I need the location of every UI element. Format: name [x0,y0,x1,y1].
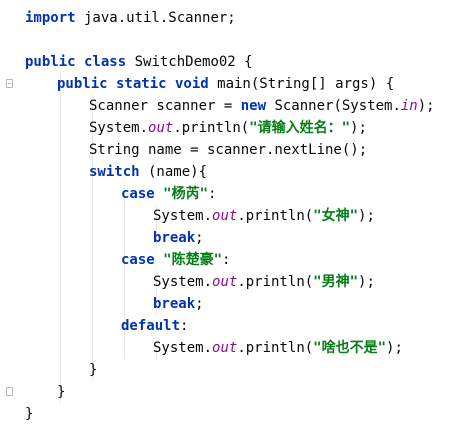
code-line[interactable]: System.out.println("啥也不是"); [153,337,403,359]
code-line[interactable]: Scanner scanner = new Scanner(System.in)… [89,95,435,117]
code-line[interactable]: String name = scanner.nextLine(); [89,139,367,161]
code-token: ); [417,98,435,114]
code-line[interactable]: System.out.println("男神"); [153,271,375,293]
indent-guide [156,337,157,359]
code-token: out [212,274,238,290]
code-token: .println( [237,274,314,290]
code-line[interactable]: } [25,403,33,425]
code-token: public class [25,54,127,70]
code-token: } [25,406,34,422]
code-token: : [180,318,189,334]
code-token: "陈楚豪" [163,252,223,268]
code-token: public static void [57,76,209,92]
code-line[interactable]: default: [121,315,188,337]
code-line[interactable]: break; [153,227,204,249]
indent-guide [92,95,93,381]
indent-guide [60,73,61,403]
code-token: .println( [173,120,250,136]
code-token: out [212,208,238,224]
code-token: System. [89,120,149,136]
code-token: in [400,98,418,114]
indent-guide [156,271,157,315]
code-line[interactable]: switch (name){ [89,161,207,183]
code-token: SwitchDemo02 { [126,54,253,70]
code-token [155,186,163,202]
code-token: "男神" [313,274,359,290]
code-line[interactable]: break; [153,293,204,315]
code-token: Scanner(System. [266,98,401,114]
code-token: (name){ [139,164,208,180]
code-line[interactable]: } [89,359,97,381]
code-token: break [153,296,196,312]
fold-toggle-icon[interactable] [6,79,13,88]
code-token: default [121,318,181,334]
code-token: "请输入姓名：" [249,120,351,136]
code-token: case [121,186,155,202]
code-token: } [57,384,66,400]
code-token: import [25,10,76,26]
code-token: System. [153,274,213,290]
code-token: break [153,230,196,246]
code-token: Scanner scanner = [89,98,241,114]
editor-gutter[interactable] [0,0,20,433]
code-token: switch [89,164,140,180]
code-line[interactable]: public class SwitchDemo02 { [25,51,253,73]
code-line[interactable]: case "陈楚豪": [121,249,230,271]
code-line[interactable]: System.out.println("请输入姓名："); [89,117,367,139]
indent-guide [124,183,125,359]
code-line[interactable]: case "杨芮": [121,183,216,205]
code-line[interactable]: } [57,381,65,403]
code-line[interactable]: public static void main(String[] args) { [57,73,394,95]
code-token: ); [358,208,375,224]
fold-toggle-icon[interactable] [6,387,13,396]
code-token [155,252,163,268]
code-token: ; [195,230,204,246]
code-token: .println( [237,340,314,356]
code-token: : [208,186,217,202]
code-token: String name = scanner.nextLine(); [89,142,368,158]
code-token: ); [358,274,375,290]
code-token: java.util.Scanner; [75,10,236,26]
code-line[interactable]: System.out.println("女神"); [153,205,375,227]
code-token: ); [350,120,367,136]
indent-guide [156,205,157,249]
code-token: ); [386,340,403,356]
code-token: out [148,120,174,136]
code-token: out [212,340,238,356]
code-token: .println( [237,208,314,224]
code-token: ; [195,296,204,312]
code-token: "女神" [313,208,359,224]
code-token: new [240,98,267,114]
code-token: "杨芮" [163,186,209,202]
code-token: main(String[] args) { [208,76,395,92]
code-token: : [222,252,231,268]
code-token: "啥也不是" [313,340,387,356]
code-token: System. [153,208,213,224]
code-token: case [121,252,155,268]
code-token: System. [153,340,213,356]
code-line[interactable]: import java.util.Scanner; [25,7,236,29]
code-token: } [89,362,98,378]
